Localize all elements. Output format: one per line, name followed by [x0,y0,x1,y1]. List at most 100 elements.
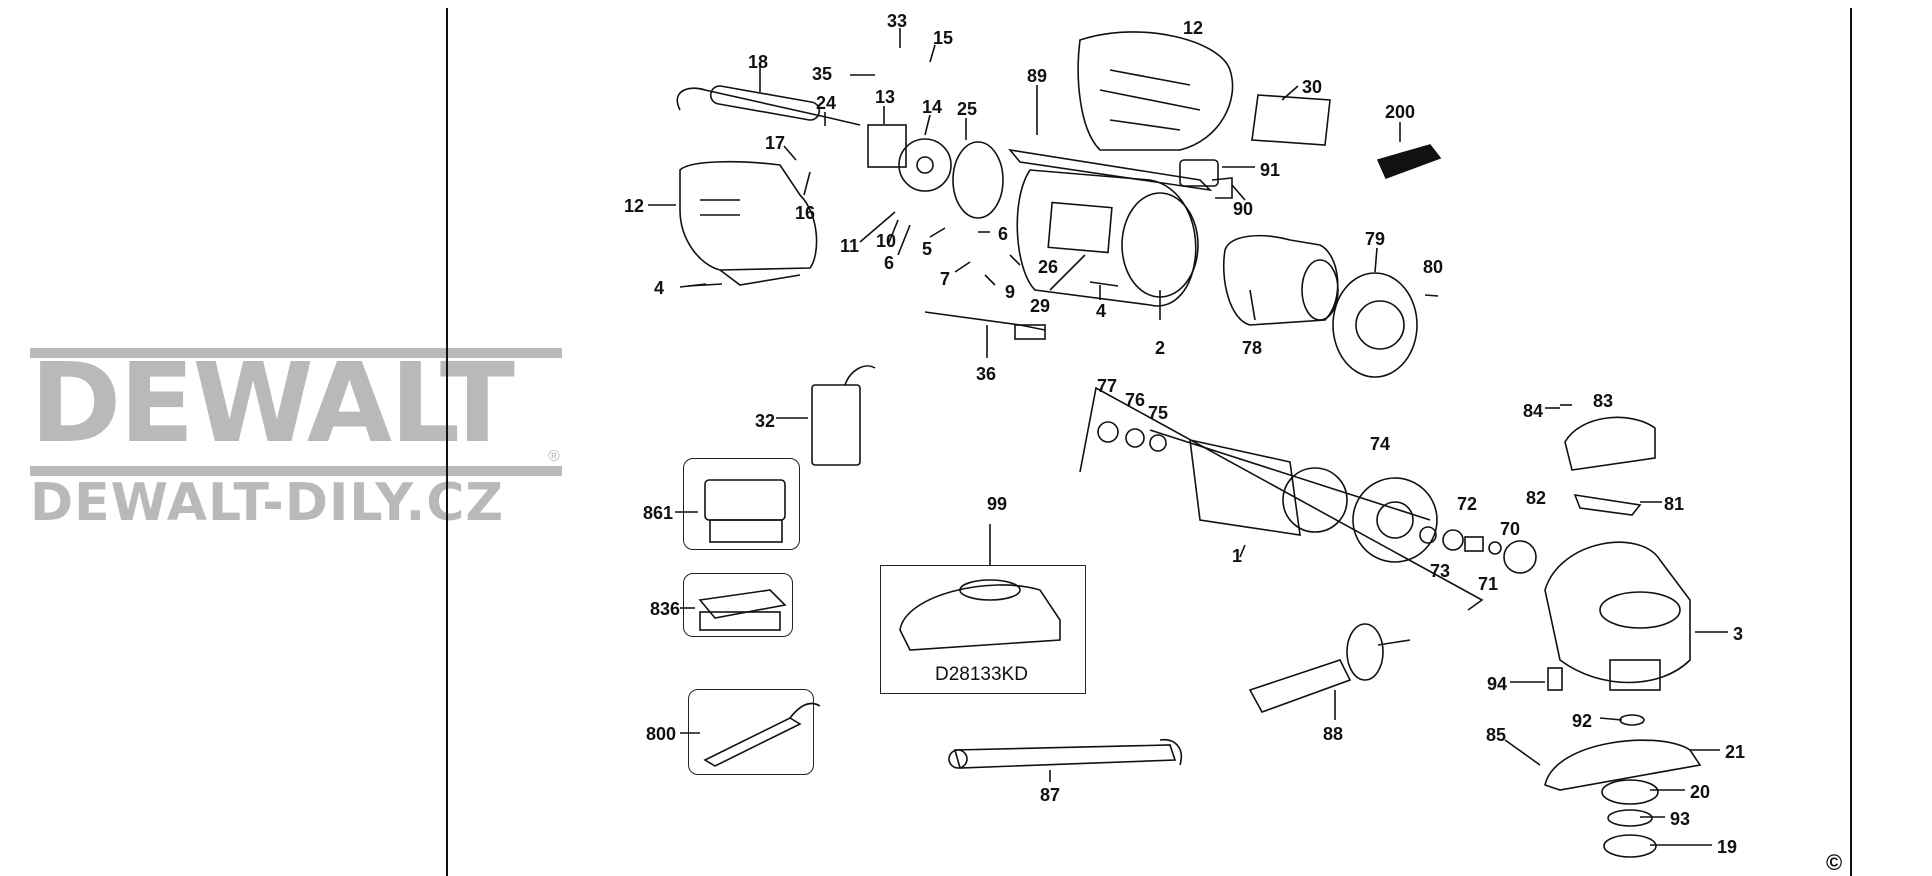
part-label-2: 2 [1155,338,1166,358]
grease-gun-800 [703,717,802,767]
label-plate-30 [1251,94,1331,146]
part-label-71: 71 [1478,574,1499,594]
cap-83 [1564,416,1656,471]
pin-94 [1547,667,1563,691]
rear-housing-base [719,269,801,286]
part-label-24: 24 [816,93,837,113]
part-71 [1464,536,1484,552]
part-label-15: 15 [933,28,954,48]
ring-82 [1503,540,1537,574]
part-label-30: 30 [1302,77,1323,97]
switch-bar-89 [1008,148,1213,192]
watermark-bar-bottom [30,466,562,476]
part-label-73: 73 [1430,561,1451,581]
part-label-91: 91 [1260,160,1281,180]
part-label-21: 21 [1725,742,1746,762]
left-border-line [446,8,448,876]
part-label-35: 35 [812,64,833,84]
part-label-32: 32 [755,411,776,431]
leader-9 [984,274,996,286]
guard-21 [1544,739,1702,791]
leader-5 [929,227,946,238]
part-label-89: 89 [1027,66,1048,86]
part-label-9: 9 [1005,282,1016,302]
side-handle-88 [1248,659,1352,713]
part-label-25: 25 [957,99,978,119]
part-label-70: 70 [1500,519,1521,539]
part-label-11: 11 [840,236,860,256]
part-label-6a: 6 [884,253,895,273]
spring-81 [1573,493,1642,516]
part-label-29: 29 [1030,296,1051,316]
leader-14 [924,114,931,136]
leader-90 [1231,184,1246,201]
grease-gun-800-box [688,689,814,775]
part-label-36: 36 [976,364,997,384]
part-label-7: 7 [940,269,951,289]
part-label-79: 79 [1365,229,1386,249]
washer-75 [1149,434,1167,452]
part-label-12b: 12 [624,196,645,216]
harness-36 [924,311,1046,331]
leader-29 [1049,254,1086,291]
module-32 [811,384,861,466]
switch-13 [867,124,907,168]
leader-11 [859,211,896,243]
case-861 [704,479,786,521]
top-housing [1077,31,1234,151]
part-label-78: 78 [1242,338,1263,358]
nut-19 [1603,834,1657,858]
leader-30 [1281,85,1299,101]
part-label-17: 17 [765,133,786,153]
armature-1 [1189,438,1301,536]
part-label-74: 74 [1370,434,1391,454]
part-label-800: 800 [646,724,677,744]
washer-93 [1607,809,1653,827]
part-label-20: 20 [1690,782,1711,802]
leader-1 [1239,544,1246,558]
part-label-16: 16 [795,203,816,223]
leader-16 [803,171,811,196]
part-label-10: 10 [876,231,897,251]
part-label-19: 19 [1717,837,1738,857]
rear-housing-left [679,160,818,271]
stator-78 [1222,234,1339,326]
watermark-brand: DEWALT [30,339,515,467]
bearing-plate-79 [1332,272,1418,378]
part-73 [1419,526,1437,544]
watermark-site: DEWALT-DILY.CZ [30,473,505,533]
part-label-84: 84 [1523,401,1544,421]
part-label-13: 13 [875,87,896,107]
motor-housing-29 [1016,169,1197,307]
part-label-18: 18 [748,52,769,72]
part-label-836: 836 [650,599,681,619]
part-label-5: 5 [922,239,933,259]
part-label-82: 82 [1526,488,1547,508]
leader-78 [1249,289,1256,321]
part-label-26: 26 [1038,257,1059,277]
toolbox-836-box [683,573,793,637]
leader-10 [887,219,899,246]
part-label-99: 99 [987,494,1008,514]
part-label-861: 861 [643,503,674,523]
part-label-80: 80 [1423,257,1444,277]
kit-label: D28133KD [935,664,1028,685]
part-label-81: 81 [1664,494,1685,514]
part-label-94: 94 [1487,674,1508,694]
part-label-4b: 4 [1096,301,1107,321]
leader-15 [929,44,936,63]
part-label-88: 88 [1323,724,1344,744]
screw-80 [1424,294,1439,297]
gear-case-3 [1544,541,1691,684]
registered-mark: ® [548,448,560,465]
part-label-6b: 6 [998,224,1009,244]
leader-6a [897,224,911,256]
power-cord-18 [676,87,861,126]
armature-bracket [1079,386,1484,611]
badge-200 [1376,144,1442,180]
part-label-87: 87 [1040,785,1061,805]
part-label-90: 90 [1233,199,1254,219]
washer-77 [1097,421,1119,443]
part-label-33: 33 [887,11,908,31]
part-label-200: 200 [1385,102,1416,122]
